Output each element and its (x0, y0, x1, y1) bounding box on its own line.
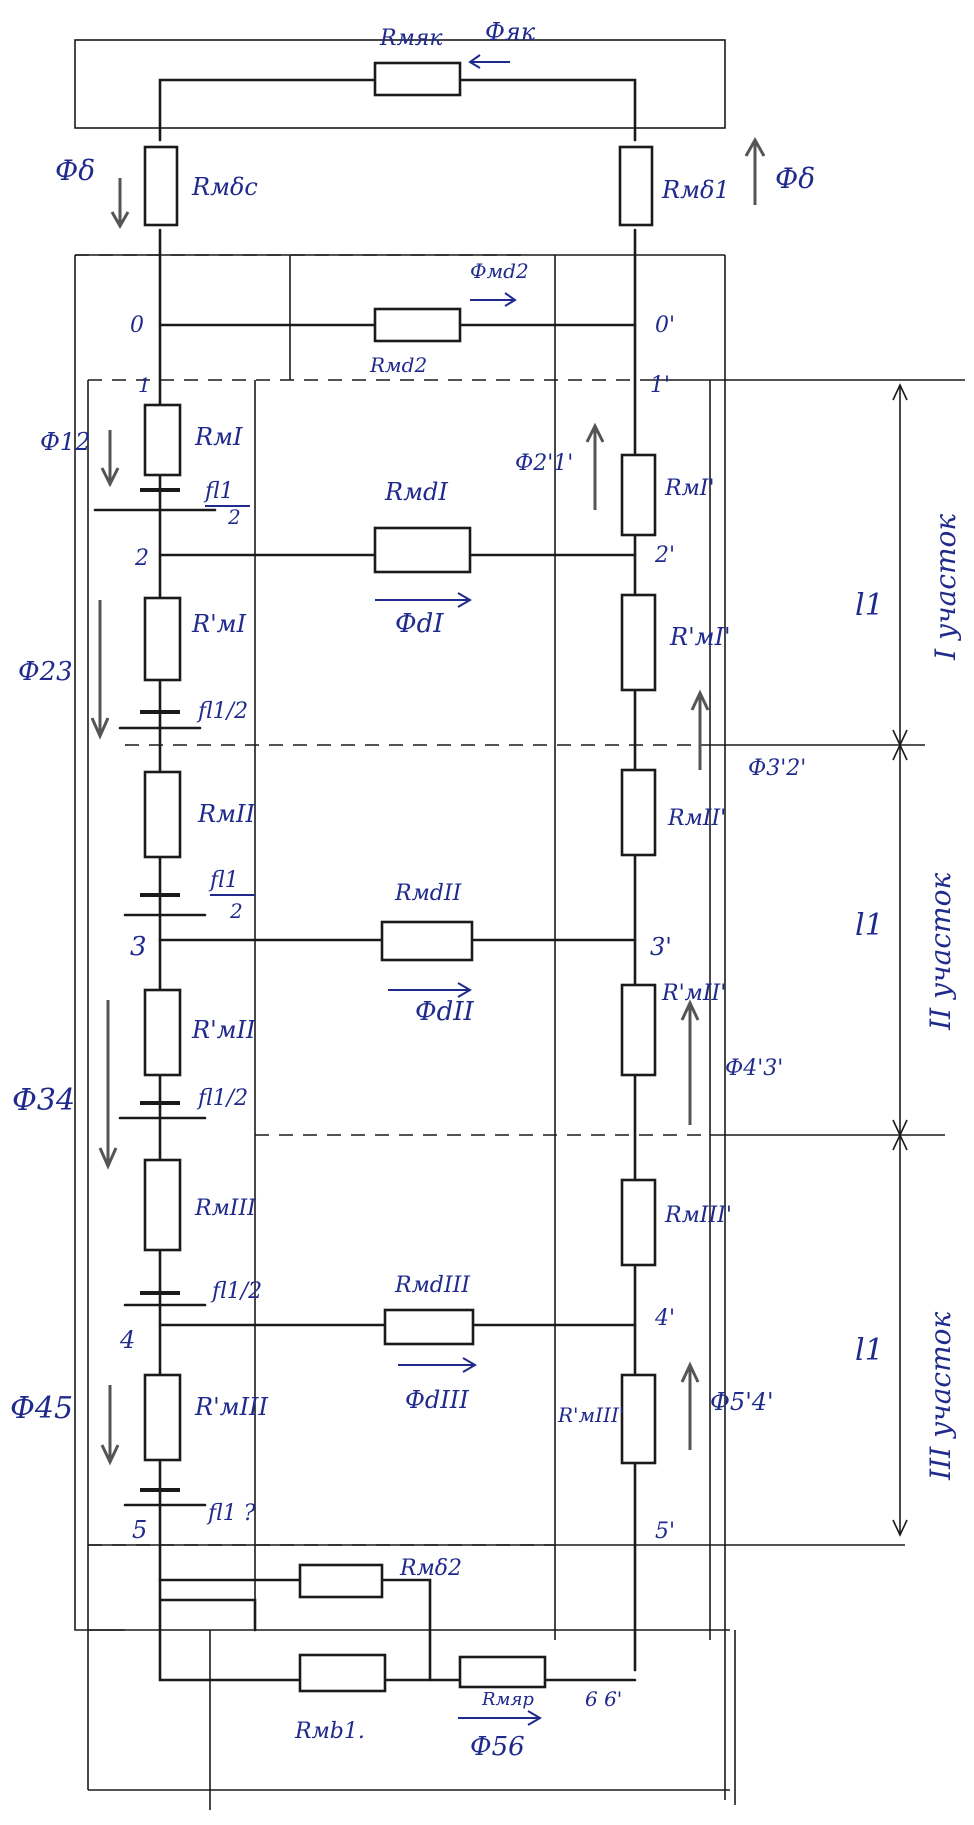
resistor-r-yak (373, 61, 462, 97)
resistor-r-m3-right (620, 1178, 657, 1267)
resistor-r-md2b (380, 920, 474, 962)
label-section-2: II участок (924, 873, 957, 1031)
label-r-md1: RмdI (384, 478, 448, 506)
resistor-r-m2 (143, 770, 182, 859)
label-r-delta-left: Rмδс (191, 173, 258, 201)
mmf-sources (93, 488, 217, 1507)
resistor-r-m1-prime (143, 596, 182, 682)
label-r-m3p: RмIII' (664, 1203, 732, 1228)
label-fl1b-den: 2 (229, 899, 243, 923)
label-r-md-bottom: Rмδ2 (399, 1556, 462, 1581)
label-f-d2: ФdII (415, 997, 474, 1027)
label-r-m2ppp: R'мII' (661, 981, 726, 1006)
resistor-r-delta-right (618, 145, 654, 227)
resistor-r-mb1 (298, 1653, 387, 1693)
label-node-2p: 2' (654, 543, 675, 568)
label-fl1-2c: fl1/2 (210, 1279, 262, 1304)
label-l1-b: l1 (855, 908, 884, 943)
label-f-d1: ФdI (395, 609, 444, 639)
label-fl1: fl1 (203, 479, 234, 504)
label-r-md2b: RмdII (394, 881, 463, 906)
resistor-r-md1 (373, 526, 472, 574)
label-f-delta-right: Фδ (775, 162, 815, 195)
resistor-r-md2 (373, 307, 462, 343)
labels: Rмяк Фяк Фδ Rмδс Rмδ1 Фδ Фмd2 0 0' Rмd2 … (10, 18, 962, 1762)
label-node-0p: 0' (655, 313, 675, 338)
label-fl1-den: 2 (227, 505, 241, 529)
label-f-yak: Фяк (485, 18, 536, 46)
label-r-m2: RмII (197, 800, 255, 828)
label-f23: Ф23 (18, 657, 73, 687)
label-node-2: 2 (134, 546, 149, 571)
label-f54: Ф5'4' (710, 1388, 774, 1416)
label-r-m2pp: R'мII (191, 1016, 256, 1044)
label-f43: Ф4'3' (725, 1056, 783, 1081)
resistor-r-md-bottom (298, 1563, 384, 1599)
label-r-m1ppp: R'мI' (669, 623, 731, 651)
label-r-m2p: RмII' (667, 806, 726, 831)
resistor-r-md3 (383, 1308, 475, 1346)
label-node-3p: 3' (650, 933, 672, 961)
label-fl1b: fl1 (208, 868, 239, 893)
label-node-5p: 5' (655, 1519, 675, 1544)
dimension-lines (892, 383, 908, 1537)
label-node-1p: 1' (650, 373, 670, 398)
resistor-r-delta-left (143, 145, 179, 227)
label-r-m1p: RмI' (664, 476, 715, 501)
label-node-1: 1 (138, 373, 151, 397)
label-r-m3pp: R'мIII (194, 1393, 269, 1421)
resistors (143, 61, 657, 1693)
label-r-md2: Rмd2 (369, 353, 427, 377)
label-fl1-2d: fl1 ? (206, 1501, 256, 1526)
label-section-1: I участок (929, 514, 962, 661)
label-f34: Ф34 (12, 1083, 75, 1118)
label-r-m3ppp: R'мIII' (557, 1403, 624, 1427)
resistor-r-m2-prime-right (620, 983, 657, 1077)
label-section-3: III участок (924, 1311, 957, 1481)
label-r-myar: Rмяр (481, 1689, 534, 1710)
label-node-3: 3 (130, 932, 147, 962)
section-dividers (75, 254, 965, 1546)
resistor-r-m1-prime-right (620, 593, 657, 692)
label-r-m1: RмI (194, 423, 243, 451)
flux-arrows (90, 54, 766, 1726)
resistor-r-m1-right (620, 453, 657, 537)
label-f45: Ф45 (10, 1391, 73, 1426)
resistor-r-m2-right (620, 768, 657, 857)
label-l1-c: l1 (855, 1333, 884, 1368)
label-node-4p: 4' (654, 1306, 675, 1331)
label-f12: Ф12 (40, 428, 90, 456)
resistor-r-m3-prime (143, 1373, 182, 1462)
label-r-m1pp: R'мI (191, 610, 247, 638)
label-f-md2: Фмd2 (470, 259, 529, 283)
label-node-5: 5 (132, 1516, 147, 1544)
label-f32: Ф3'2' (748, 756, 806, 781)
label-f56: Ф56 (470, 1732, 525, 1762)
resistor-r-m3-prime-right (620, 1373, 657, 1465)
label-f21: Ф2'1' (515, 451, 573, 476)
label-node-4: 4 (119, 1326, 135, 1354)
label-l1-a: l1 (855, 588, 884, 623)
label-fl1-2b: fl1/2 (196, 1086, 248, 1111)
label-f-delta-left: Фδ (55, 154, 95, 187)
label-r-m3: RмIII (194, 1196, 257, 1221)
label-r-mb1: Rмb1. (294, 1719, 365, 1744)
resistor-r-m3 (143, 1158, 182, 1252)
label-r-delta-right: Rмδ1 (661, 176, 730, 204)
label-fl1-2a: fl1/2 (196, 699, 248, 724)
label-node-0: 0 (130, 313, 144, 338)
resistor-r-myar (458, 1655, 547, 1689)
resistor-r-m2-prime (143, 988, 182, 1077)
label-node-66: 6 6' (585, 1687, 622, 1711)
label-f-d3: ФdIII (405, 1386, 469, 1414)
resistor-r-m1 (143, 403, 182, 477)
label-r-md3: RмdIII (394, 1273, 471, 1298)
label-r-yak: Rмяк (379, 26, 443, 51)
frames (74, 39, 736, 1810)
